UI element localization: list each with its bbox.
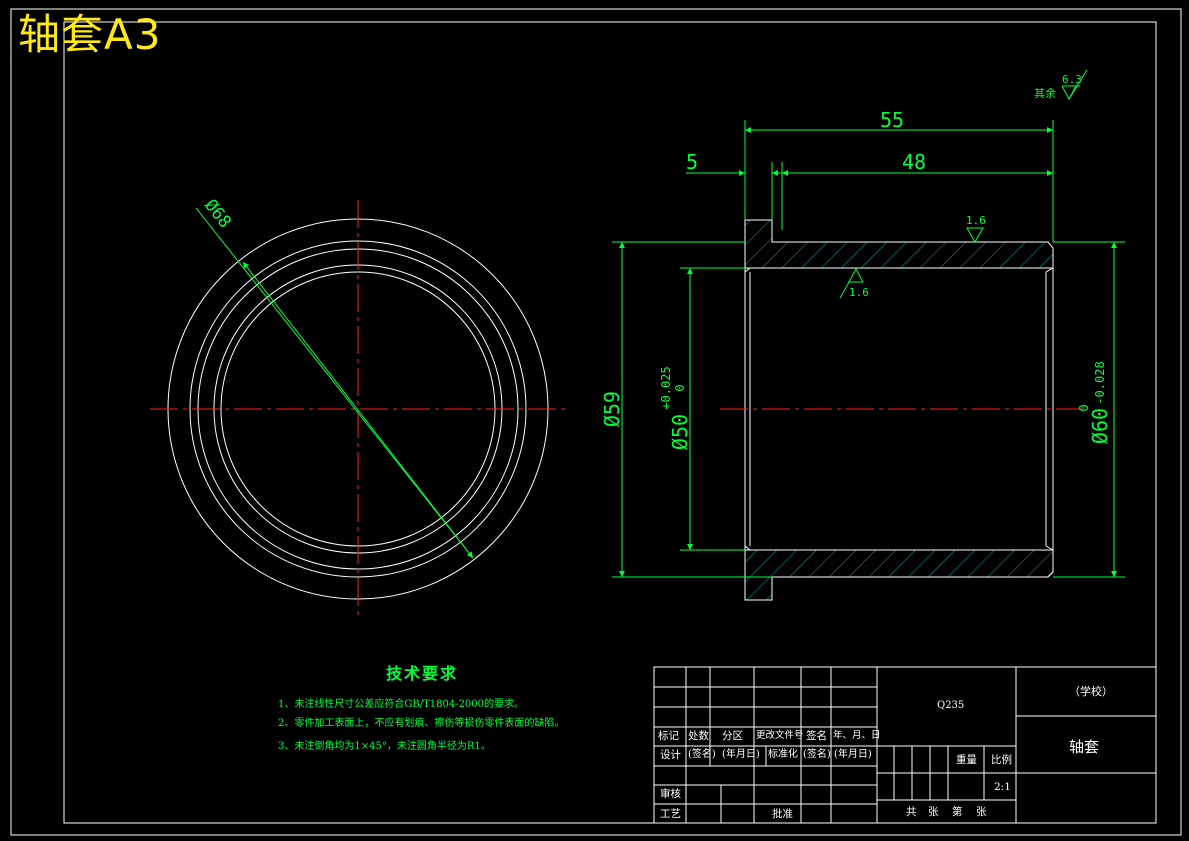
chamfer-bl [744, 545, 751, 551]
roughness-bore: 1.6 [849, 286, 869, 299]
title-block-grid [653, 666, 1157, 824]
tol-50-upper: +0.025 [659, 366, 673, 409]
hatch-bottom-wall [745, 550, 1053, 600]
surface-finish-bore: 1.6 [839, 267, 869, 299]
tb-sheet-no-pre: 第 [952, 806, 963, 818]
dim-leader-68 [195, 207, 474, 559]
inner-border [63, 21, 1157, 824]
tb-scale-value: 2:1 [994, 781, 1011, 793]
chamfer-br [1045, 545, 1054, 551]
dim-length-5: 5 [686, 150, 698, 174]
surface-finish-outer: 1.6 [966, 214, 986, 244]
chamfer-tl [744, 267, 751, 273]
surface-finish-general: 其余 6.3 [1034, 69, 1088, 101]
dim-length-55: 55 [880, 108, 904, 132]
tb-school: （学校） [1069, 685, 1113, 698]
tb-header-mark: 标记 [658, 730, 679, 742]
tech-requirements-title: 技术要求 [386, 664, 459, 683]
tb-header-count: 处数 [688, 730, 709, 742]
dim-length-48: 48 [902, 150, 926, 174]
tb-sheets-total-post: 张 [928, 806, 939, 818]
roughness-general-value: 6.3 [1062, 73, 1082, 86]
tb-header-date: 年、月、日 [833, 730, 881, 741]
section-outline [744, 219, 1054, 601]
tb-header-sign: 签名 [806, 730, 827, 742]
tb-review: 审核 [660, 788, 681, 800]
dim-dia-60: Ø60 [1088, 408, 1112, 444]
tb-sheet-no-post: 张 [976, 806, 987, 818]
tb-standardization: 标准化 [768, 749, 798, 760]
tech-requirement-1: 1、未注线性尺寸公差应符合GB/T1804-2000的要求。 [278, 699, 525, 710]
corner-title: 轴套A3 [18, 10, 162, 59]
chamfer-tr [1045, 267, 1054, 273]
tb-weight-label: 重量 [956, 754, 977, 766]
tb-std-date: (年月日) [834, 749, 872, 760]
circle-ring-1 [189, 240, 527, 578]
roughness-outer: 1.6 [966, 214, 986, 227]
dim-dia-68: Ø68 [200, 196, 235, 232]
tb-design: 设计 [660, 749, 681, 761]
dim-dia-59: Ø59 [600, 391, 624, 427]
end-view: Ø68 [150, 196, 566, 618]
roughness-general-label: 其余 [1034, 86, 1056, 100]
hatch-top-wall [745, 220, 1053, 268]
outer-border [10, 8, 1182, 836]
tb-process: 工艺 [660, 808, 681, 820]
tb-part-name: 轴套 [1069, 738, 1100, 756]
tb-design-sign: (签名) [688, 749, 716, 760]
tb-design-date: (年月日) [722, 749, 760, 760]
tol-60-upper: 0 [1077, 404, 1091, 411]
tb-header-change-doc: 更改文件号 [756, 730, 804, 741]
tol-60-lower: -0.028 [1093, 361, 1107, 404]
tech-requirement-3: 3、未注倒角均为1×45°，未注圆角半径为R1。 [278, 741, 491, 752]
tb-approve: 批准 [772, 808, 793, 820]
dim-leader-68-arrow [242, 261, 474, 559]
dim-dia-50: Ø50 [668, 414, 692, 450]
tb-header-zone: 分区 [722, 730, 743, 742]
tech-requirement-2: 2、零件加工表面上，不应有划痕、擦伤等损伤零件表面的缺陷。 [278, 718, 565, 729]
tb-material: Q235 [937, 700, 965, 711]
tb-std-sign: (签名) [803, 749, 831, 760]
tb-scale-label: 比例 [991, 754, 1012, 766]
tb-sheets-total-pre: 共 [906, 806, 917, 818]
tol-50-lower: 0 [673, 384, 687, 391]
section-view: 55 48 5 Ø59 Ø50 +0.025 0 Ø60 0 -0.028 1.… [600, 69, 1125, 601]
